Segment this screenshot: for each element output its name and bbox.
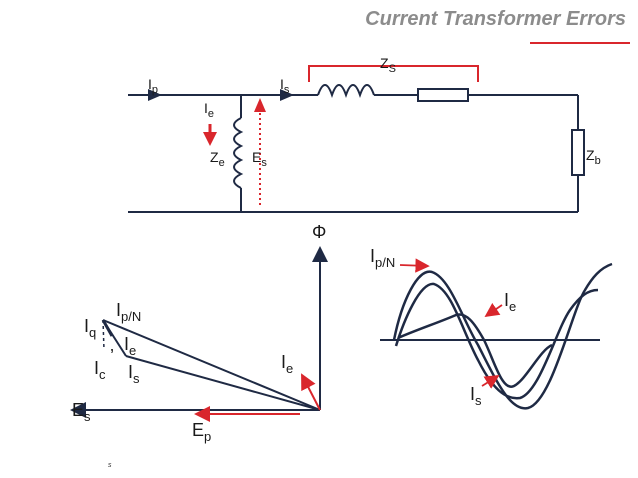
label-ie-waveform: Ie — [504, 290, 516, 314]
waveform-plot — [380, 262, 613, 410]
label-zs: ZS — [380, 55, 396, 75]
label-is-phasor: Is — [128, 362, 140, 386]
label-ip: Ip — [148, 76, 158, 96]
label-ep-phasor: Ep — [192, 420, 211, 444]
title-underline — [530, 42, 630, 44]
label-ie-phasor-left: Ie — [124, 334, 136, 358]
iq-component — [101, 319, 114, 337]
label-ipn-phasor: Ip/N — [116, 300, 141, 324]
label-es-circuit: Es — [252, 149, 267, 169]
label-ze: Ze — [210, 149, 225, 169]
ct-equivalent-circuit — [128, 84, 585, 213]
label-ic-mark: ’ — [110, 346, 114, 366]
ic-dashed — [102, 319, 105, 351]
label-es-phasor: Es — [72, 400, 91, 424]
label-ic: Ic — [94, 358, 106, 382]
ipn-phasor — [102, 319, 321, 411]
ie-pointer — [484, 302, 503, 318]
label-ie-circuit: Ie — [204, 100, 214, 120]
label-is-circuit: Is — [280, 76, 290, 96]
ipn-pointer — [399, 258, 430, 273]
ie-phasor — [301, 373, 321, 411]
is-arrow — [280, 89, 294, 101]
zs-resistor — [417, 88, 469, 102]
label-phi: Φ — [312, 222, 326, 242]
es-voltage-arrow — [254, 98, 266, 205]
slide-title: Current Transformer Errors — [365, 8, 626, 30]
label-ipn-waveform: Ip/N — [370, 246, 395, 270]
phasor-diagram — [70, 246, 328, 418]
label-zb: Zb — [586, 147, 601, 167]
ip-arrow — [148, 89, 162, 101]
ie-waveform — [397, 313, 553, 388]
ie-current-arrow — [203, 124, 217, 146]
label-is-waveform: Is — [470, 384, 482, 408]
label-iq: Iq — [84, 316, 96, 340]
zs-bracket — [308, 65, 479, 82]
ze-inductor — [233, 117, 244, 189]
burden-zb — [571, 129, 585, 176]
zs-inductor — [317, 84, 375, 99]
footer-mark: s — [108, 462, 112, 469]
is-phasor — [125, 355, 321, 411]
is-pointer — [481, 375, 500, 389]
label-ie-phasor-mid: Ie — [281, 352, 293, 376]
